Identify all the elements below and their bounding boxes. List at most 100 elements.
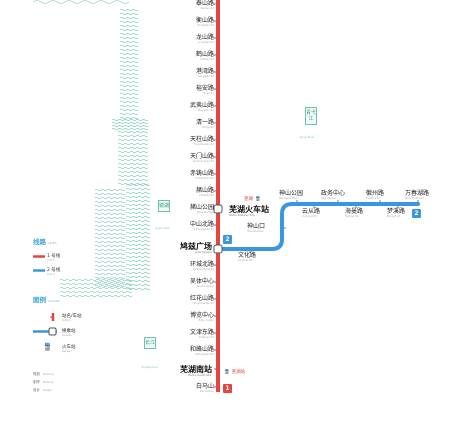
line1-badge-south[interactable]: 1: [223, 384, 232, 393]
line2-badge-west[interactable]: 2: [223, 235, 232, 244]
river-wave: [94, 264, 126, 268]
river-wave: [125, 199, 151, 203]
river-wave: [111, 127, 149, 131]
river-wave: [119, 40, 139, 44]
river-wave: [125, 191, 151, 195]
river-wave: [117, 150, 149, 154]
river-wave: [125, 243, 151, 247]
river-label-yangtze: 长江: [144, 337, 156, 349]
river-wave: [94, 200, 126, 204]
line2-badge-east[interactable]: 2: [412, 209, 421, 218]
legend-line1-swatch: [33, 255, 45, 258]
river-wave: [125, 271, 151, 275]
river-wave: [119, 48, 139, 52]
transfer-station-huochezhan[interactable]: [213, 204, 223, 214]
yangtze-river-pattern: [32, 0, 151, 298]
legend-transfer-symbol: [33, 327, 57, 336]
river-wave: [119, 32, 139, 36]
river-wave: [94, 192, 126, 196]
river-wave: [117, 142, 149, 146]
river-wave: [94, 196, 126, 200]
river-wave: [125, 255, 151, 259]
river-wave: [119, 64, 139, 68]
river-wave: [117, 158, 149, 162]
train-icon: 🚆: [255, 197, 261, 202]
river-wave: [119, 88, 139, 92]
river-wave: [111, 124, 149, 128]
river-wave: [125, 227, 151, 231]
river-wave: [117, 154, 149, 158]
river-wave: [119, 96, 139, 100]
train-icon: 🚆: [224, 370, 230, 375]
river-wave: [94, 276, 126, 280]
river-wave: [94, 236, 126, 240]
river-wave: [94, 240, 126, 244]
river-wave: [117, 166, 149, 170]
transfer-station-jiuzi[interactable]: [213, 244, 223, 254]
river-label-qingjiang-en: Qingyi River: [299, 136, 315, 139]
river-wave: [117, 146, 149, 150]
river-wave: [125, 263, 151, 267]
line2-route[interactable]: [216, 202, 420, 251]
river-wave: [117, 130, 149, 134]
river-wave: [119, 36, 139, 40]
river-wave: [119, 24, 139, 28]
river-wave: [94, 208, 126, 212]
river-wave: [125, 187, 151, 191]
rail-tag-south: 🚆芜湖站: [224, 370, 246, 375]
river-wave: [125, 283, 151, 287]
river-wave: [94, 232, 126, 236]
river-wave: [94, 268, 126, 272]
river-wave: [59, 286, 133, 290]
river-wave: [125, 211, 151, 215]
river-wave: [125, 235, 151, 239]
rail-tag-north: 芜湖🚆: [244, 197, 261, 202]
river-wave: [94, 188, 126, 192]
river-wave: [125, 231, 151, 235]
river-wave: [119, 108, 139, 112]
river-wave: [125, 267, 151, 271]
river-wave: [119, 92, 139, 96]
river-wave: [117, 178, 149, 182]
river-wave: [117, 174, 149, 178]
river-wave: [94, 228, 126, 232]
